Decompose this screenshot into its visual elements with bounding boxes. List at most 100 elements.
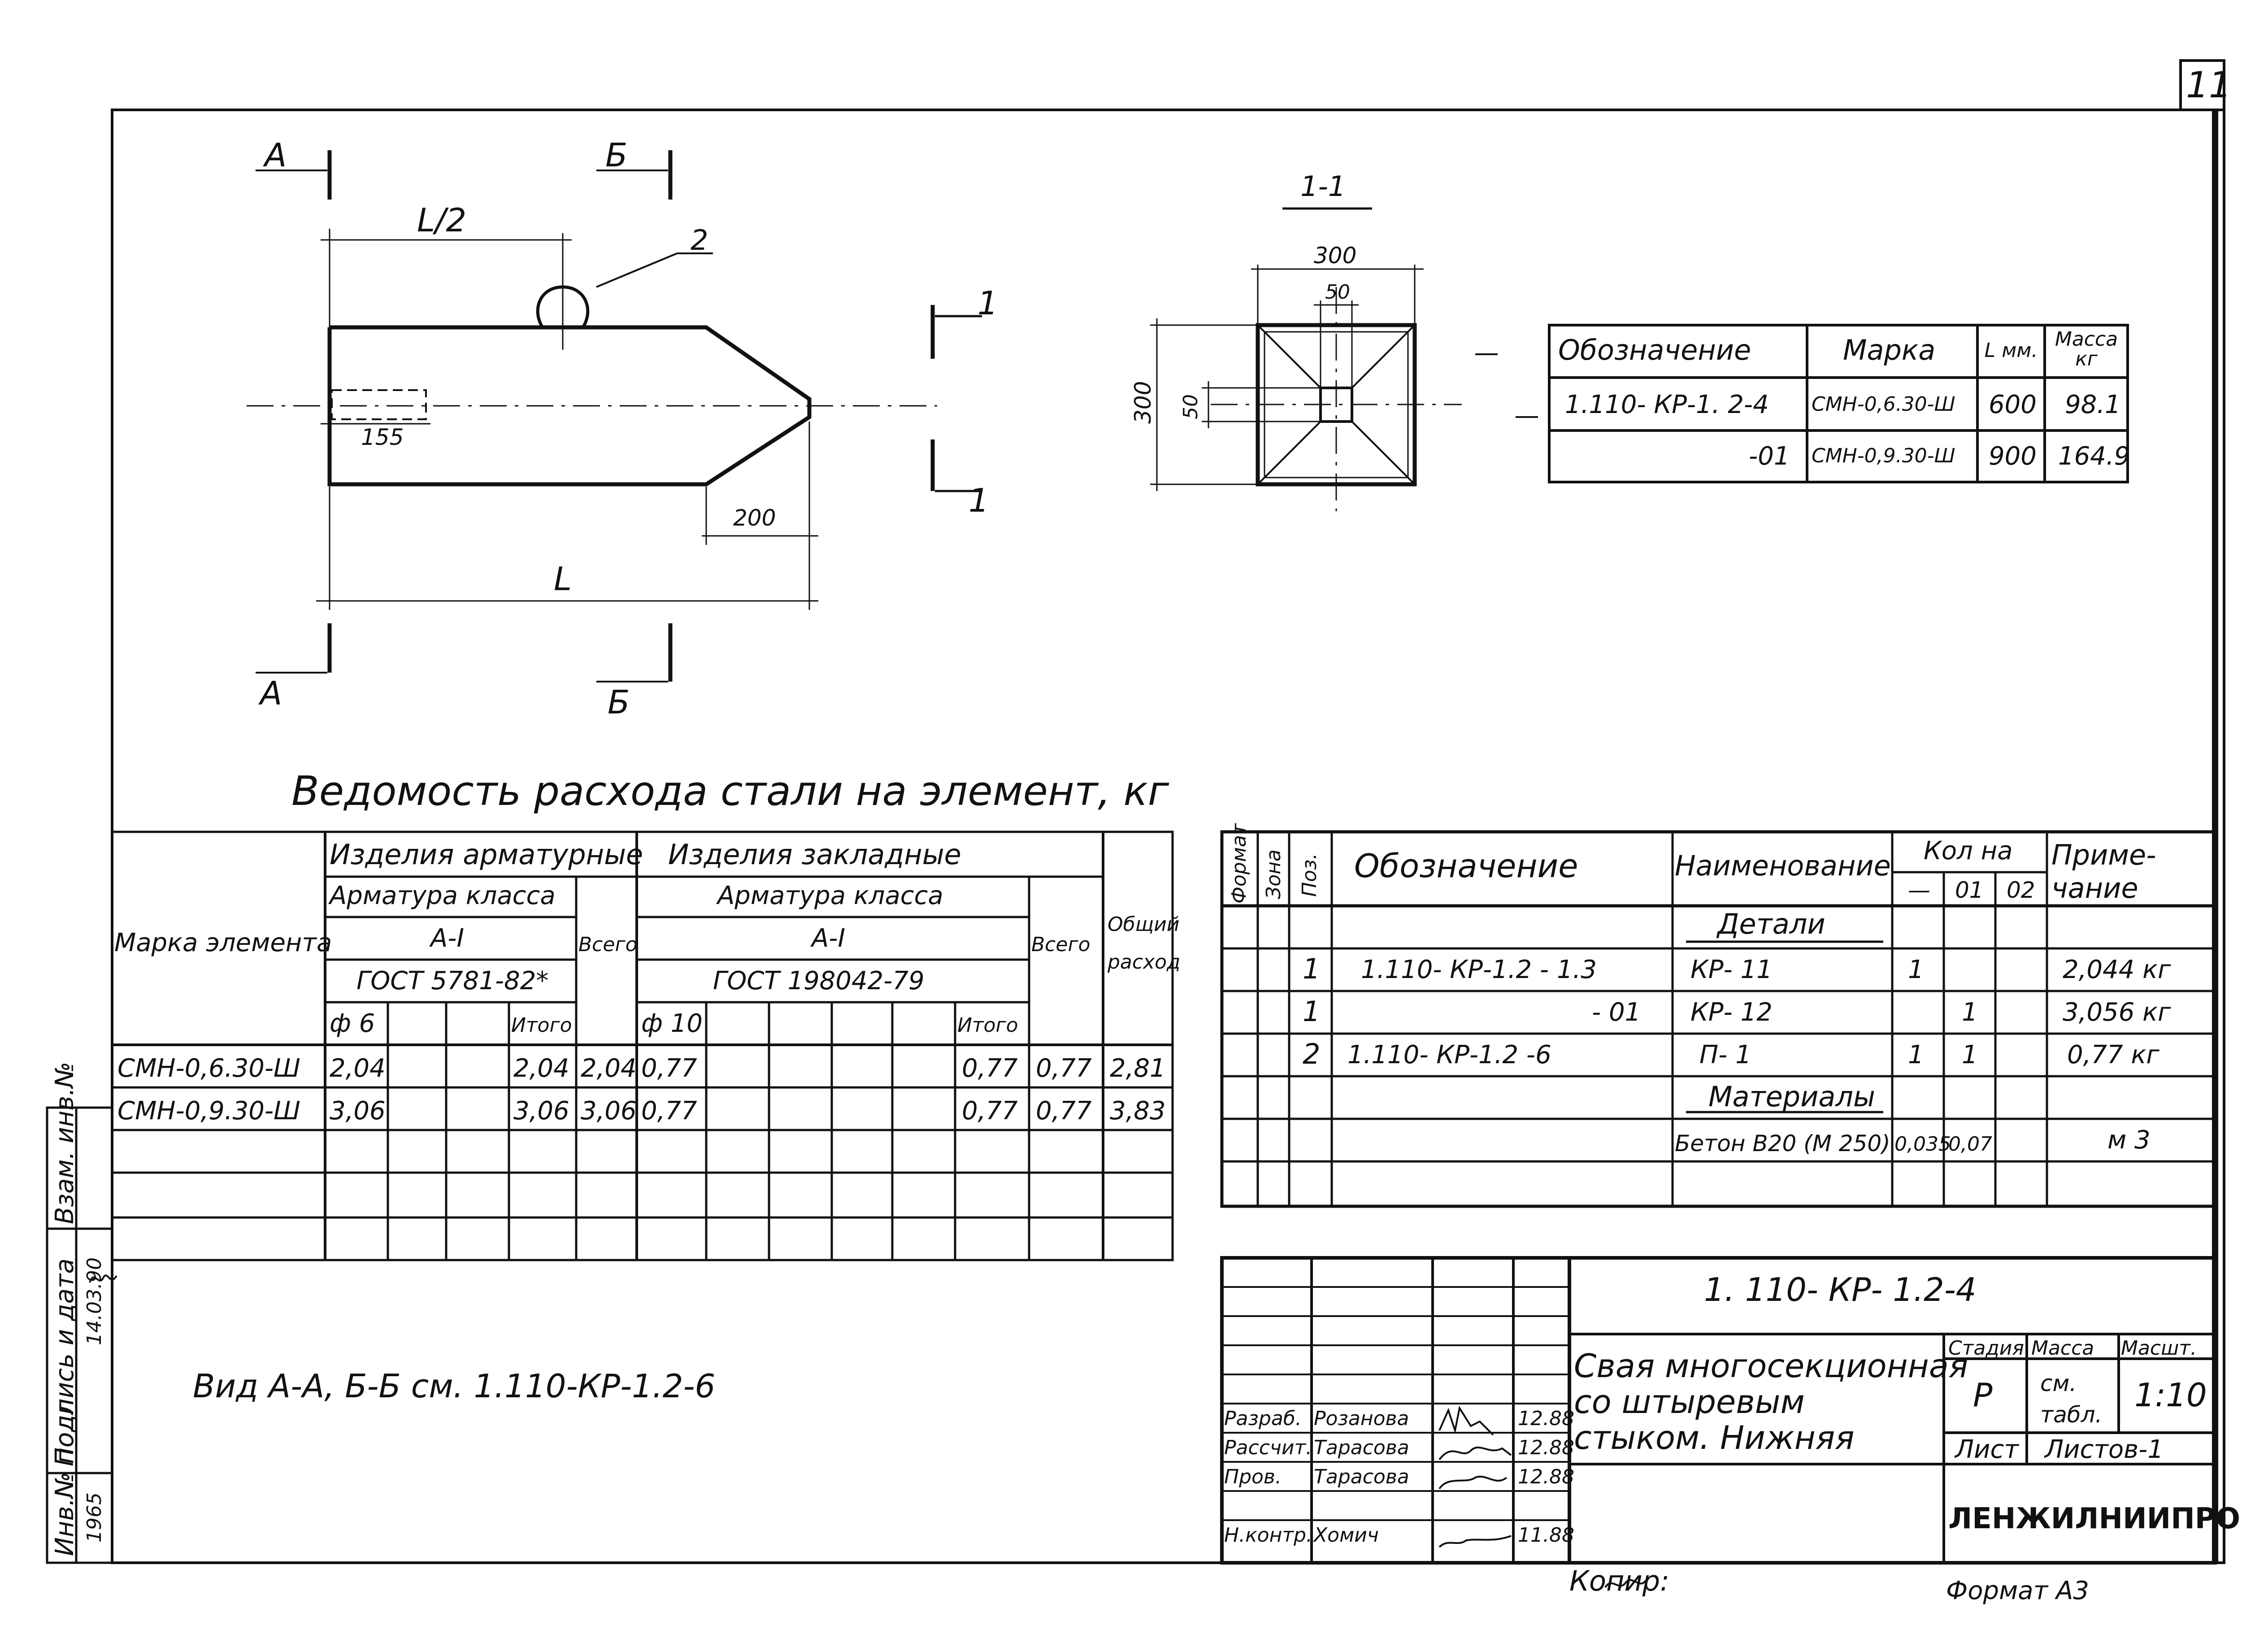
steel-r1-mark: СМН-0,6.30-Ш [117, 1054, 300, 1083]
section-dim-300-top: 300 [1314, 243, 1357, 269]
spec-r3-name: П- 1 [1699, 1040, 1751, 1069]
steel-h-rebar: Изделия арматурные [330, 838, 643, 871]
steel-r1-overall: 2,81 [1110, 1054, 1166, 1083]
spec-h-q1: 01 [1955, 877, 1984, 903]
steel-h-itog-1: Итого [511, 1014, 572, 1037]
spec-r2-name: КР- 12 [1690, 998, 1773, 1027]
section-1-1 [1150, 207, 1538, 511]
marks-r2-len: 900 [1989, 442, 2037, 471]
spec-r2-desig: - 01 [1592, 998, 1641, 1027]
steel-class-2: A-I [812, 924, 846, 953]
steel-r2-mark: СМН-0,9.30-Ш [117, 1096, 300, 1126]
spec-h-pos: Поз. [1298, 853, 1321, 897]
steel-r2-overall: 3,83 [1110, 1096, 1166, 1126]
pile-plan [247, 150, 982, 683]
steel-r1-itog2: 0,77 [962, 1054, 1018, 1083]
spec-r1-pos: 1 [1303, 952, 1321, 985]
stamp-date-value: 14.03.90 [83, 1257, 106, 1345]
tb-name-1: Розанова [1314, 1407, 1409, 1430]
spec-r3-q1: 1 [1962, 1040, 1978, 1069]
dim-half-length: L/2 [417, 201, 467, 239]
spec-r1-desig: 1.110- КР-1.2 - 1.3 [1361, 955, 1597, 984]
stamp-sign-label: Подпись и дата [50, 1258, 79, 1466]
dim-200: 200 [733, 505, 776, 531]
steel-h-mark: Марка элемента [114, 928, 332, 957]
cut-label-b-top: Б [605, 136, 628, 174]
sheet-number: 11 [2186, 64, 2232, 106]
steel-r2-total1: 3,06 [581, 1096, 637, 1126]
marks-r1-mass: 98.1 [2065, 390, 2121, 419]
tb-sheets: Листов-1 [2045, 1435, 2164, 1464]
tb-code: 1. 110- КР- 1.2-4 [1704, 1271, 1977, 1309]
tb-role-3: Пров. [1224, 1465, 1282, 1488]
steel-r1-d10: 0,77 [641, 1054, 697, 1083]
spec-r2-pos: 1 [1303, 995, 1321, 1028]
cut-label-b-bottom: Б [608, 683, 630, 721]
spec-r1-name: КР- 11 [1690, 955, 1773, 984]
marks-r2-mark: СМН-0,9.30-Ш [1812, 444, 1955, 467]
tb-scale: 1:10 [2134, 1376, 2207, 1414]
tb-role-1: Разраб. [1224, 1407, 1302, 1430]
marks-table-grid [1548, 324, 2129, 483]
spec-r3-q0: 1 [1908, 1040, 1924, 1069]
steel-r1-total1: 2,04 [581, 1054, 637, 1083]
tb-name-line1: Свая многосекционная [1574, 1347, 1968, 1385]
stamp-vzam-label: Взам. инв.№ [50, 1061, 79, 1224]
steel-h-itog-2: Итого [957, 1014, 1018, 1037]
spec-concrete-unit: м 3 [2107, 1126, 2151, 1155]
steel-h-total-all: Общий расход [1108, 913, 1181, 974]
steel-h-embed: Изделия закладные [668, 838, 961, 871]
position-2-label: 2 [691, 224, 708, 256]
steel-r1-total2: 0,77 [1036, 1054, 1092, 1083]
spec-sec-details: Детали [1717, 908, 1825, 940]
format-label: Формат А3 [1946, 1576, 2089, 1605]
steel-r2-itog1: 3,06 [513, 1096, 569, 1126]
tb-h-scale: Масшт. [2121, 1337, 2197, 1360]
spec-h-name: Наименование [1675, 849, 1891, 882]
tb-organization: ЛЕНЖИЛНИИПРОЕКТ [1948, 1502, 2242, 1535]
tb-date-1: 12.88 [1518, 1407, 1574, 1430]
marks-r2-mass: 164.9 [2058, 442, 2130, 471]
marks-h-mass: Масса кг [2055, 328, 2118, 370]
spec-concrete: Бетон В20 (М 250) [1675, 1130, 1890, 1156]
tb-role-2: Рассчит. [1224, 1436, 1312, 1459]
marks-h-mark: Марка [1843, 334, 1936, 366]
tb-name-line2: со штыревым [1574, 1383, 1805, 1421]
tb-date-2: 12.88 [1518, 1436, 1574, 1459]
steel-h-d10: ф 10 [641, 1009, 703, 1038]
spec-h-q2: 02 [2007, 877, 2035, 903]
spec-h-format: Формат [1228, 823, 1251, 904]
tb-name-2: Тарасова [1314, 1436, 1409, 1459]
spec-r2-q1: 1 [1962, 998, 1978, 1027]
cut-label-a-bottom: А [260, 674, 282, 712]
steel-class-1: A-I [430, 924, 465, 953]
tb-date-3: 12.88 [1518, 1465, 1574, 1488]
steel-h-total-1: Всего [578, 933, 638, 956]
tb-name-3: Тарасова [1314, 1465, 1409, 1488]
spec-r3-note: 0,77 кг [2067, 1040, 2159, 1069]
section-title: 1-1 [1300, 170, 1346, 203]
steel-r2-itog2: 0,77 [962, 1096, 1018, 1126]
tb-sheet: Лист [1955, 1435, 2019, 1464]
steel-gost-2: ГОСТ 198042-79 [713, 966, 925, 996]
tb-h-stage: Стадия [1948, 1337, 2024, 1360]
spec-sec-materials: Материалы [1708, 1080, 1875, 1113]
steel-r2-d10: 0,77 [641, 1096, 697, 1126]
steel-sub-embed: Арматура класса [717, 881, 943, 910]
spec-table-grid [1220, 830, 2217, 1208]
tb-date-4: 11.88 [1518, 1524, 1574, 1547]
spec-r2-note: 3,056 кг [2063, 998, 2171, 1027]
cut-label-1-top: 1 [978, 284, 998, 322]
steel-r1-itog1: 2,04 [513, 1054, 569, 1083]
tb-mass: см. табл. [2040, 1370, 2103, 1428]
marks-r2-desig: -01 [1749, 442, 1790, 471]
steel-h-d6: ф 6 [330, 1009, 375, 1038]
spec-r1-note: 2,044 кг [2063, 955, 2171, 984]
spec-r3-desig: 1.110- КР-1.2 -6 [1347, 1040, 1551, 1069]
cut-label-a-top: А [265, 136, 287, 174]
tb-name-4: Хомич [1314, 1524, 1379, 1547]
section-dim-50-top: 50 [1325, 281, 1350, 304]
steel-r2-d6: 3,06 [330, 1096, 386, 1126]
steel-title: Ведомость расхода стали на элемент, кг [291, 768, 1169, 815]
